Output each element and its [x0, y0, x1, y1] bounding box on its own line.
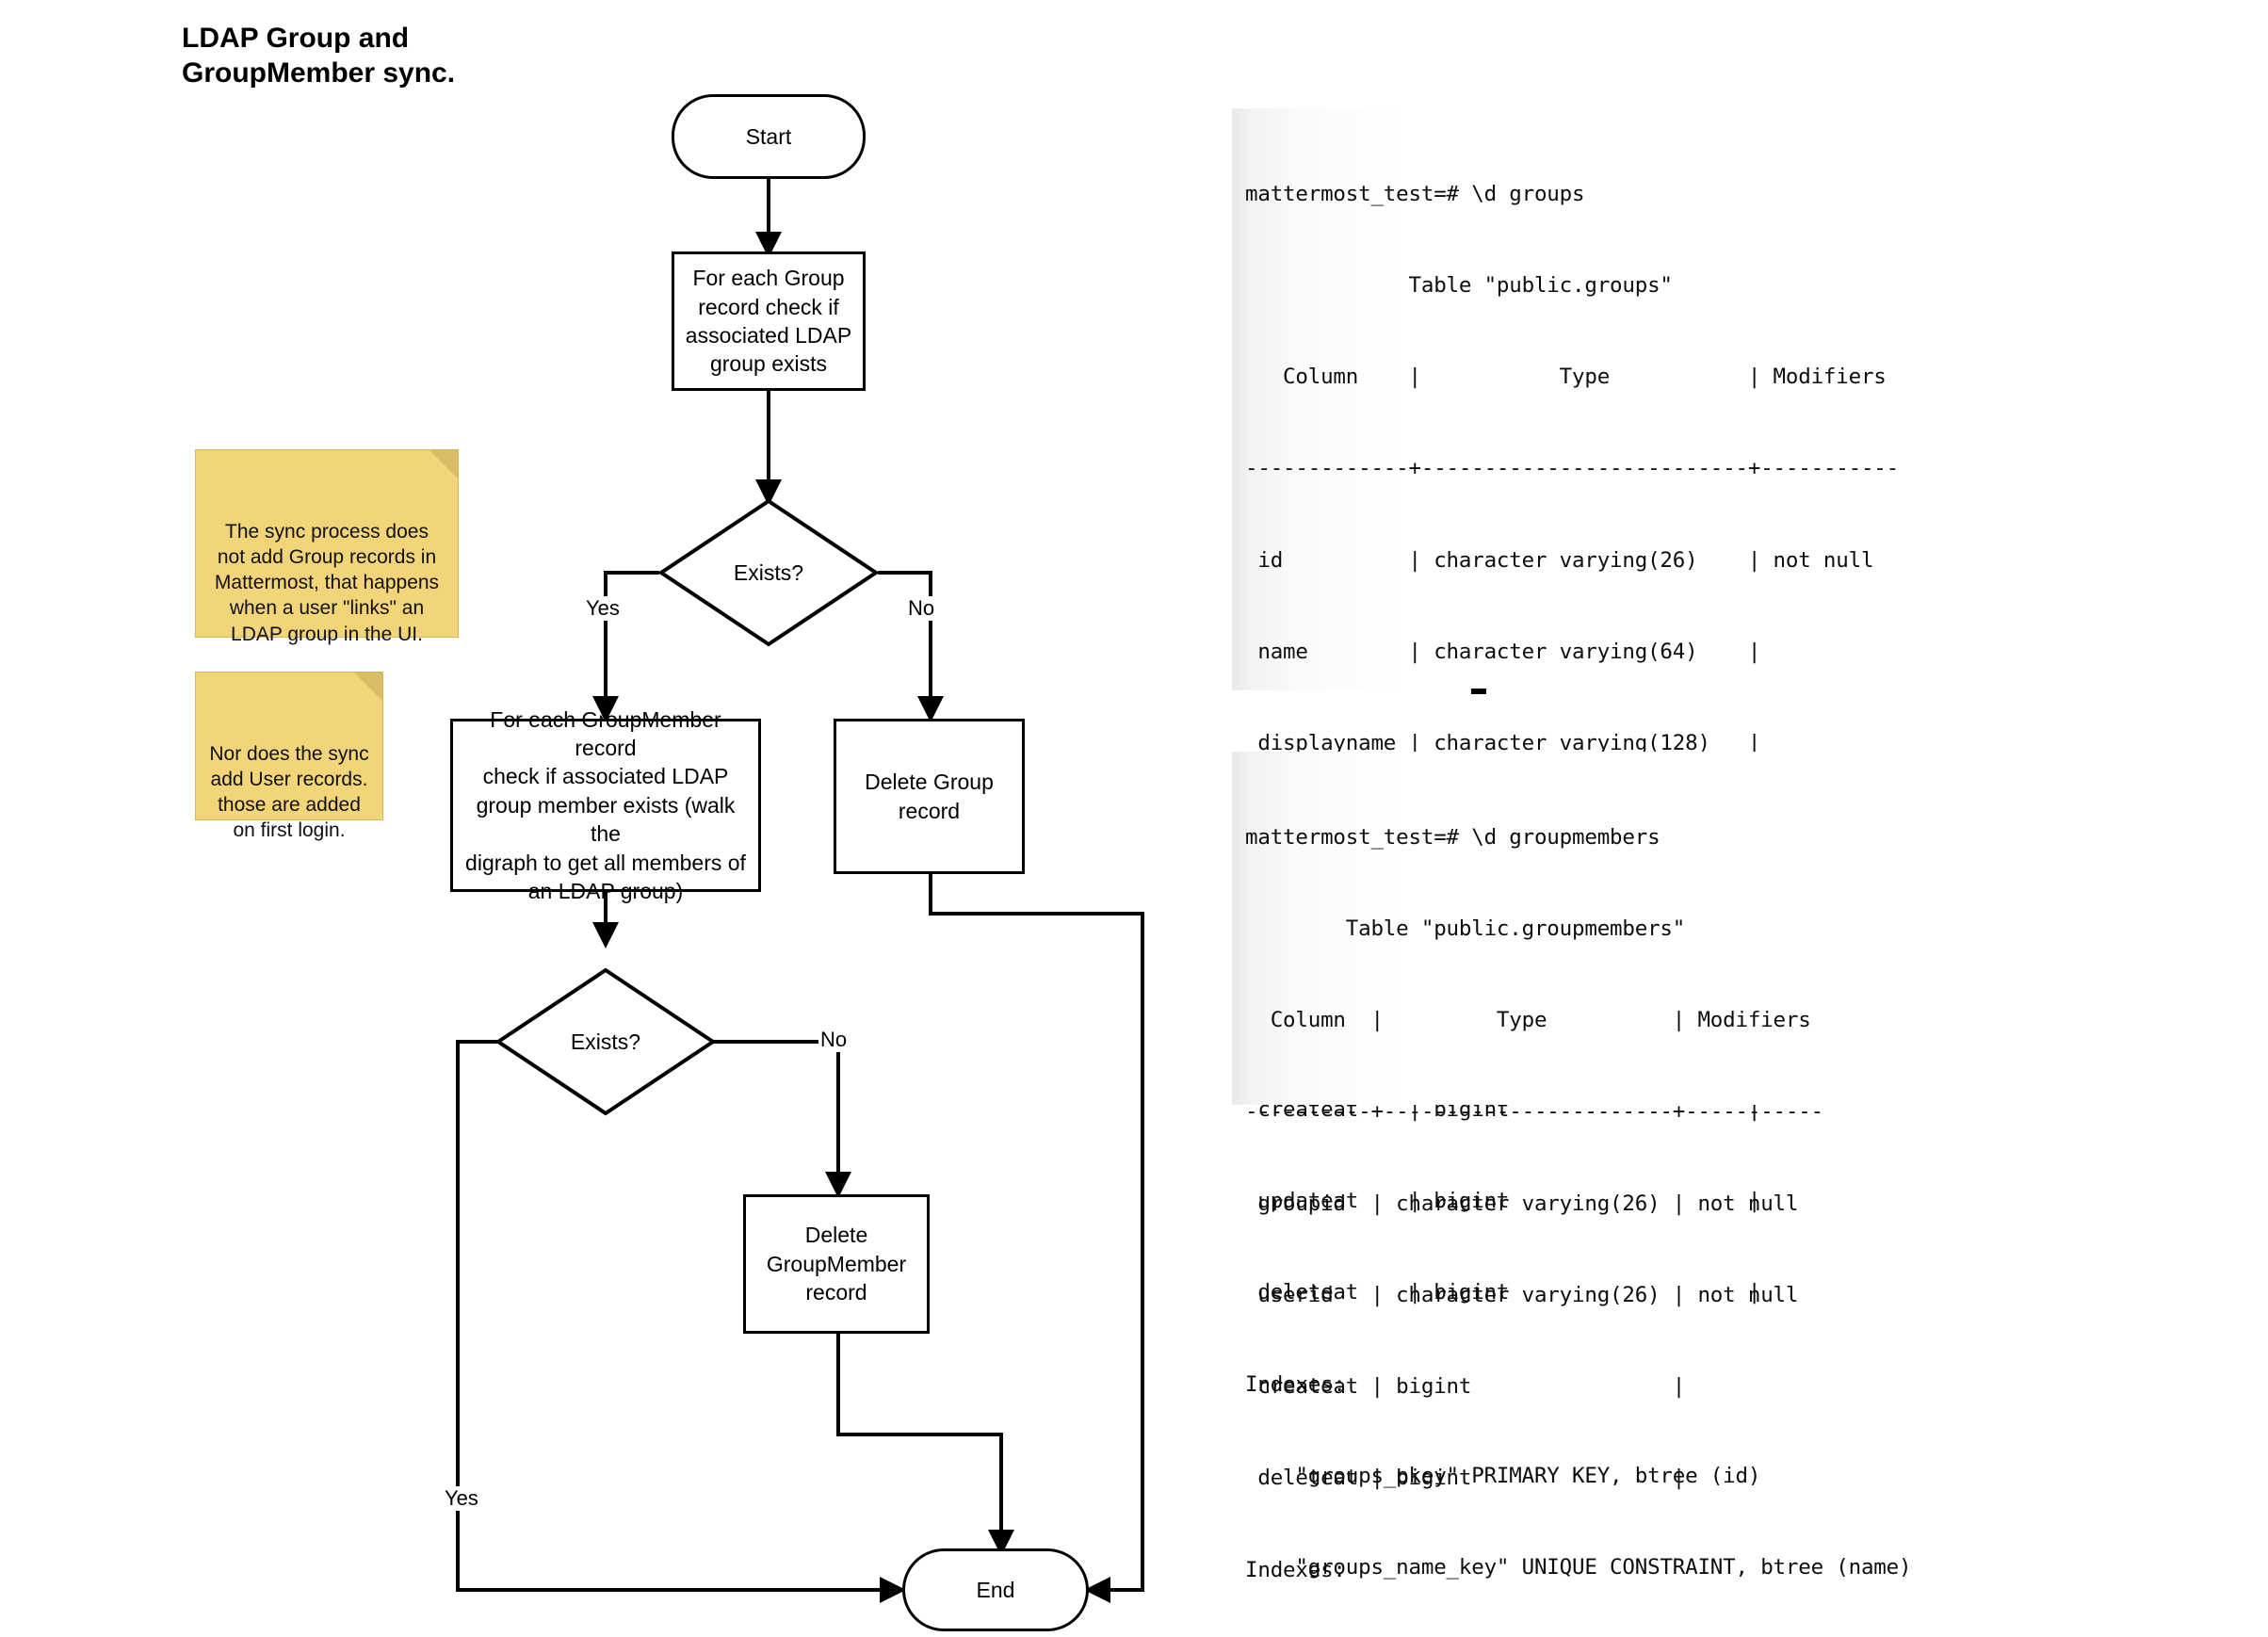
- terminal-line: groupid | character varying(26) | not nu…: [1245, 1191, 1799, 1216]
- terminal-line: name | character varying(64) |: [1245, 639, 1761, 664]
- terminal-line: Table "public.groupmembers": [1245, 916, 1686, 942]
- terminal-line: mattermost_test=# \d groups: [1245, 181, 1585, 206]
- page-title: LDAP Group and GroupMember sync.: [182, 23, 456, 89]
- terminal-groupmembers-table: mattermost_test=# \d groupmembers Table …: [1232, 752, 2183, 1582]
- sticky-note-user-records: Nor does the sync add User records. thos…: [195, 672, 383, 841]
- terminal-line: ----------+-----------------------+-----…: [1245, 1099, 1823, 1125]
- edge-label-exists2-yes: Yes: [443, 1486, 480, 1511]
- terminal-line: deleteat | bigint |: [1245, 1466, 1686, 1491]
- terminal-line: Table "public.groups": [1245, 273, 1673, 299]
- terminal-line: Indexes:: [1245, 1371, 1346, 1397]
- edge-label-exists1-no: No: [906, 596, 937, 621]
- flow-node-exists-1[interactable]: Exists?: [657, 498, 880, 647]
- terminal-line: Column | Type | Modifiers: [1245, 1008, 1811, 1033]
- flow-node-exists-2[interactable]: Exists?: [494, 967, 717, 1116]
- flow-node-exists-2-label: Exists?: [570, 1029, 641, 1054]
- edge-label-exists1-yes: Yes: [584, 596, 622, 621]
- flow-node-delete-group[interactable]: Delete Group record: [834, 719, 1025, 874]
- sticky-note-group-records-text: The sync process does not add Group reco…: [214, 520, 440, 645]
- terminal-line: updateat | bigint |: [1245, 1189, 1761, 1214]
- flow-node-end[interactable]: End: [902, 1548, 1089, 1631]
- flow-node-check-groupmember[interactable]: For each GroupMember record check if ass…: [450, 707, 761, 903]
- edge-label-exists2-no: No: [818, 1028, 850, 1052]
- terminal-line: -------------+--------------------------…: [1245, 456, 1899, 481]
- terminal-line: mattermost_test=# \d groupmembers: [1245, 824, 1660, 850]
- terminal-line: id | character varying(26) | not null: [1245, 547, 1874, 573]
- sticky-note-user-records-text: Nor does the sync add User records. thos…: [209, 742, 369, 842]
- flow-node-start[interactable]: Start: [672, 94, 866, 179]
- terminal-line: createat | bigint |: [1245, 1374, 1686, 1400]
- flow-node-check-group[interactable]: For each Group record check if associate…: [672, 251, 866, 391]
- flow-node-exists-1-label: Exists?: [733, 559, 804, 585]
- sticky-fold-icon: [354, 673, 382, 701]
- terminal-cursor-icon: [1471, 689, 1486, 694]
- terminal-line: "groups_name_key" UNIQUE CONSTRAINT, btr…: [1245, 1555, 1912, 1580]
- flow-node-delete-groupmember[interactable]: Delete GroupMember record: [743, 1194, 930, 1334]
- terminal-line: userid | character varying(26) | not nul…: [1245, 1282, 1799, 1307]
- terminal-line: deleteat | bigint |: [1245, 1280, 1761, 1305]
- terminal-line: displayname | character varying(128) |: [1245, 731, 1761, 756]
- terminal-line: Column | Type | Modifiers: [1245, 365, 1887, 390]
- terminal-line: "groups_pkey" PRIMARY KEY, btree (id): [1245, 1463, 1761, 1488]
- sticky-fold-icon: [429, 450, 458, 478]
- sticky-note-group-records: The sync process does not add Group reco…: [195, 449, 459, 645]
- terminal-groups-table: mattermost_test=# \d groups Table "publi…: [1232, 108, 2183, 1580]
- terminal-line: Indexes:: [1245, 1557, 1346, 1582]
